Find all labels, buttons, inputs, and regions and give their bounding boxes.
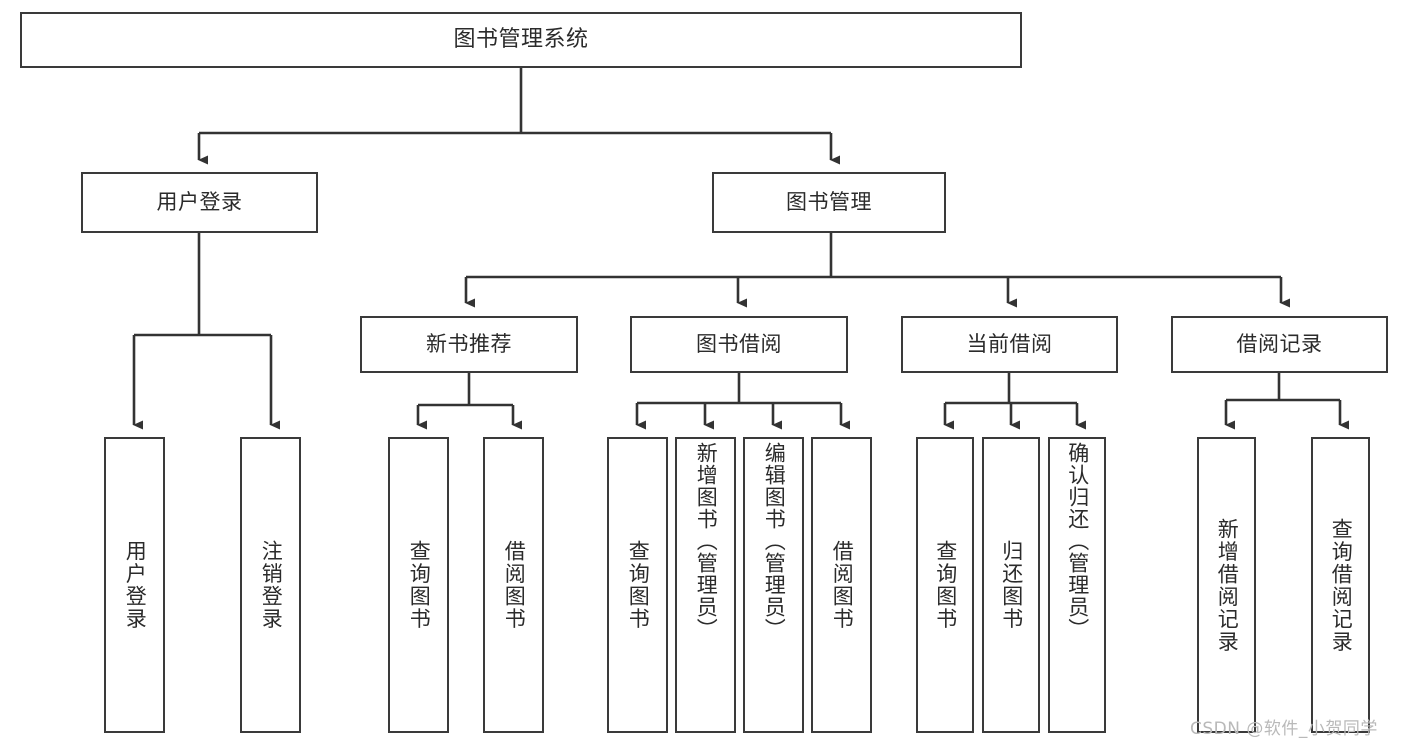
node-add-book-label: 新增图书（管理员） (694, 442, 719, 640)
node-query-book-3-label: 查询图书 (933, 540, 958, 630)
node-user-login-label: 用户登录 (156, 190, 243, 215)
node-user-login-leaf[interactable]: 用户登录 (104, 437, 165, 733)
node-edit-book-label: 编辑图书（管理员） (762, 442, 787, 640)
node-borrow-book-2[interactable]: 借阅图书 (811, 437, 872, 733)
node-add-book[interactable]: 新增图书（管理员） (675, 437, 736, 733)
node-query-book-1[interactable]: 查询图书 (388, 437, 449, 733)
node-return-book[interactable]: 归还图书 (982, 437, 1040, 733)
node-book-management[interactable]: 图书管理 (712, 172, 946, 233)
node-new-book-recommend[interactable]: 新书推荐 (360, 316, 578, 373)
node-borrow-book-2-label: 借阅图书 (830, 540, 855, 630)
node-new-book-recommend-label: 新书推荐 (426, 332, 512, 357)
node-book-borrow[interactable]: 图书借阅 (630, 316, 848, 373)
node-logout-leaf-label: 注销登录 (259, 540, 284, 630)
node-book-borrow-label: 图书借阅 (696, 332, 782, 357)
node-borrow-record-label: 借阅记录 (1236, 332, 1323, 357)
node-borrow-book-1-label: 借阅图书 (502, 540, 527, 630)
node-book-management-label: 图书管理 (786, 190, 872, 215)
node-borrow-book-1[interactable]: 借阅图书 (483, 437, 544, 733)
node-query-book-3[interactable]: 查询图书 (916, 437, 974, 733)
node-current-borrow[interactable]: 当前借阅 (901, 316, 1118, 373)
node-query-book-2-label: 查询图书 (626, 540, 651, 630)
node-add-borrow-record-label: 新增借阅记录 (1215, 517, 1240, 653)
node-current-borrow-label: 当前借阅 (966, 332, 1053, 357)
node-query-book-1-label: 查询图书 (407, 540, 432, 630)
node-borrow-record[interactable]: 借阅记录 (1171, 316, 1388, 373)
node-user-login-leaf-label: 用户登录 (123, 540, 148, 630)
node-confirm-return[interactable]: 确认归还（管理员） (1048, 437, 1106, 733)
node-edit-book[interactable]: 编辑图书（管理员） (743, 437, 804, 733)
node-add-borrow-record[interactable]: 新增借阅记录 (1197, 437, 1256, 733)
node-query-book-2[interactable]: 查询图书 (607, 437, 668, 733)
node-query-borrow-record-label: 查询借阅记录 (1329, 517, 1354, 653)
node-root[interactable]: 图书管理系统 (20, 12, 1022, 68)
node-logout-leaf[interactable]: 注销登录 (240, 437, 301, 733)
watermark-credit: CSDN @软件_小贺同学 (1190, 719, 1378, 739)
node-query-borrow-record[interactable]: 查询借阅记录 (1311, 437, 1370, 733)
node-confirm-return-label: 确认归还（管理员） (1065, 442, 1090, 640)
node-user-login[interactable]: 用户登录 (81, 172, 318, 233)
node-return-book-label: 归还图书 (999, 540, 1024, 630)
node-root-label: 图书管理系统 (453, 27, 589, 53)
